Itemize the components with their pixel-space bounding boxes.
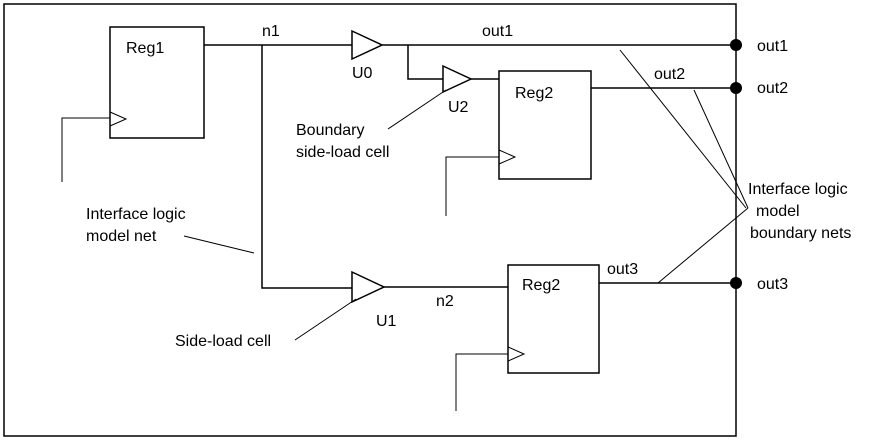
side-load-annotation: Side-load cell	[175, 333, 271, 350]
out1-net-label: out1	[482, 23, 513, 40]
n2-label: n2	[436, 293, 454, 310]
reg2-bottom-clock-wire	[455, 353, 508, 411]
boundary-side-load-annotation: Boundary side-load cell	[296, 122, 389, 161]
boundary-nets-annotation: Interface logic model boundary nets	[748, 181, 852, 242]
reg2-top-clock-wire	[445, 156, 499, 216]
u2-buffer	[442, 64, 473, 94]
reg1-block: Reg1	[109, 26, 205, 139]
reg2-top-label: Reg2	[515, 85, 553, 102]
boundary-side-load-line2: side-load cell	[296, 144, 389, 161]
boundary-nets-line2: model	[756, 203, 800, 220]
boundary-nets-line1: Interface logic	[748, 181, 848, 198]
model-net-line2: model net	[86, 228, 157, 245]
u1-label: U1	[376, 313, 397, 330]
model-net-leader	[183, 235, 255, 254]
out2-port-label: out2	[757, 80, 788, 97]
u0-label: U0	[352, 65, 373, 82]
boundary-side-load-line1: Boundary	[296, 122, 365, 139]
u1-buffer	[351, 270, 386, 304]
u2-label: U2	[448, 99, 469, 116]
n1-label: n1	[262, 23, 280, 40]
u0-buffer	[351, 29, 384, 61]
out3-port-label: out3	[757, 276, 788, 293]
net-out1-to-u2	[407, 45, 443, 80]
out1-port-dot	[730, 39, 742, 51]
boundary-side-load-leader	[387, 89, 447, 130]
out3-net-label: out3	[607, 261, 638, 278]
model-net-line1: Interface logic	[86, 206, 186, 223]
design-boundary	[3, 3, 737, 437]
out2-port-dot	[730, 82, 742, 94]
net-n1-branch	[261, 45, 352, 289]
side-load-leader	[294, 298, 357, 341]
boundary-nets-line3: boundary nets	[750, 225, 851, 242]
reg1-label: Reg1	[126, 40, 164, 57]
reg2-bottom-label: Reg2	[522, 277, 560, 294]
reg2-top-block: Reg2	[498, 70, 592, 180]
out1-port-label: out1	[757, 38, 788, 55]
reg2-bottom-block: Reg2	[507, 264, 600, 374]
out3-port-dot	[730, 277, 742, 289]
model-net-annotation: Interface logic model net	[86, 206, 190, 245]
out2-net-label: out2	[654, 66, 685, 83]
reg1-clock-wire	[61, 117, 110, 182]
boundary-nets-leaders	[619, 49, 749, 284]
